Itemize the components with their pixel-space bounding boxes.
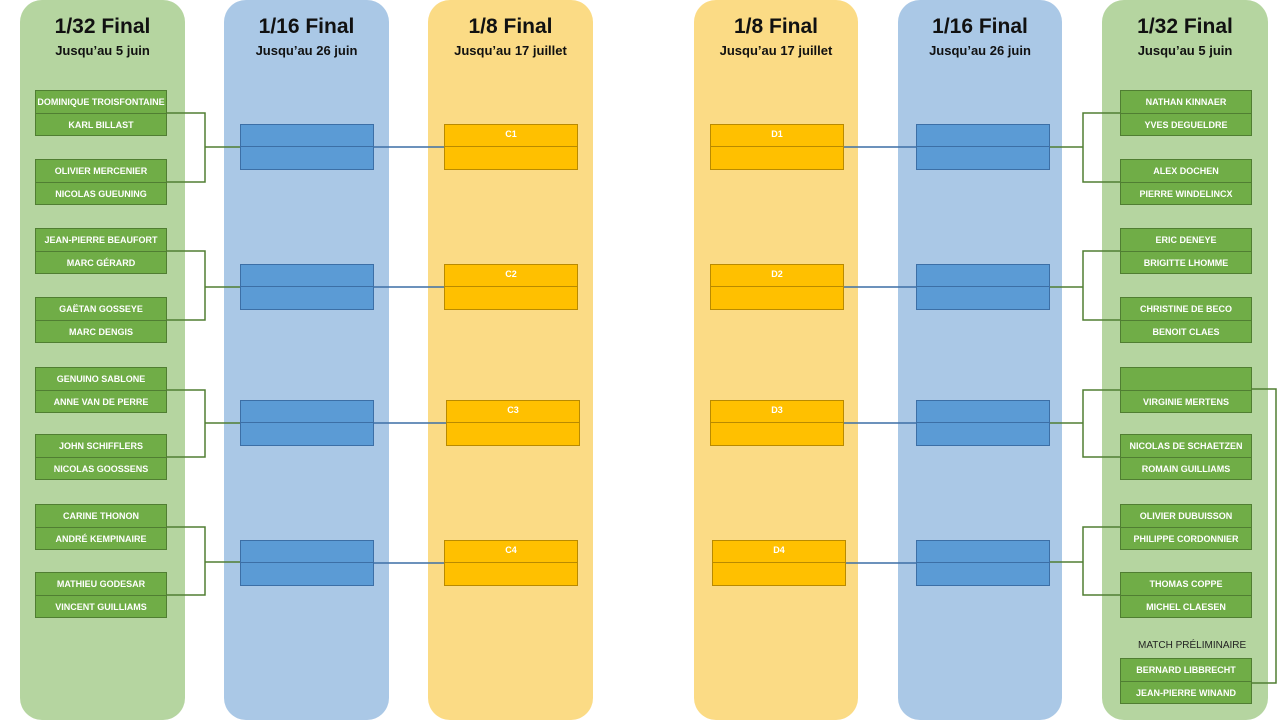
player-name: JOHN SCHIFFLERS bbox=[58, 441, 143, 451]
match-box: NATHAN KINNAER YVES DEGUELDRE bbox=[1120, 90, 1252, 136]
player-name: GENUINO SABLONE bbox=[56, 374, 146, 384]
sixteenth-slot bbox=[916, 124, 1050, 170]
sixteenth-slot bbox=[916, 264, 1050, 310]
column-title: 1/32 Final bbox=[54, 15, 151, 38]
eighth-slot: C2 bbox=[444, 264, 578, 310]
eighth-slot: D3 bbox=[710, 400, 844, 446]
sixteenth-slot bbox=[240, 540, 374, 586]
match-box: THOMAS COPPE MICHEL CLAESEN bbox=[1120, 572, 1252, 618]
eighth-slot: D2 bbox=[710, 264, 844, 310]
player-name: CARINE THONON bbox=[63, 511, 139, 521]
player-name: NATHAN KINNAER bbox=[1145, 97, 1227, 107]
player-name: ALEX DOCHEN bbox=[1153, 166, 1219, 176]
column-title: 1/32 Final bbox=[1137, 15, 1233, 38]
slot-code: D4 bbox=[773, 545, 785, 555]
player-name: ROMAIN GUILLIAMS bbox=[1121, 457, 1251, 480]
column-subtitle: Jusqu’au 26 juin bbox=[255, 43, 358, 58]
player-name: ANNE VAN DE PERRE bbox=[36, 390, 166, 413]
match-box: CARINE THONON ANDRÉ KEMPINAIRE bbox=[35, 504, 167, 550]
match-box: DOMINIQUE TROISFONTAINE KARL BILLAST bbox=[35, 90, 167, 136]
column-subtitle: Jusqu’au 17 juillet bbox=[719, 43, 833, 58]
sixteenth-slot bbox=[240, 264, 374, 310]
player-name: VINCENT GUILLIAMS bbox=[36, 595, 166, 618]
column-subtitle: Jusqu’au 5 juin bbox=[55, 43, 150, 58]
column-subtitle: Jusqu’au 26 juin bbox=[929, 43, 1031, 58]
player-name: MATHIEU GODESAR bbox=[56, 579, 146, 589]
eighth-slot: C4 bbox=[444, 540, 578, 586]
player-name: THOMAS COPPE bbox=[1149, 579, 1223, 589]
match-box: GAËTAN GOSSEYE MARC DENGIS bbox=[35, 297, 167, 343]
column-title: 1/16 Final bbox=[258, 15, 355, 38]
player-name: VIRGINIE MERTENS bbox=[1121, 390, 1251, 413]
match-box: JEAN-PIERRE BEAUFORT MARC GÉRARD bbox=[35, 228, 167, 274]
player-name: NICOLAS GUEUNING bbox=[36, 182, 166, 205]
player-name: OLIVIER DUBUISSON bbox=[1139, 511, 1233, 521]
eighth-slot: C1 bbox=[444, 124, 578, 170]
sixteenth-slot bbox=[240, 400, 374, 446]
match-box: JOHN SCHIFFLERS NICOLAS GOOSSENS bbox=[35, 434, 167, 480]
preliminary-match-box: BERNARD LIBBRECHT JEAN-PIERRE WINAND bbox=[1120, 658, 1252, 704]
player-name: MARC DENGIS bbox=[36, 320, 166, 343]
match-box: MATHIEU GODESAR VINCENT GUILLIAMS bbox=[35, 572, 167, 618]
match-box: OLIVIER MERCENIER NICOLAS GUEUNING bbox=[35, 159, 167, 205]
sixteenth-slot bbox=[916, 400, 1050, 446]
slot-code: D1 bbox=[771, 129, 783, 139]
player-name: OLIVIER MERCENIER bbox=[54, 166, 148, 176]
player-name: MARC GÉRARD bbox=[36, 251, 166, 274]
eighth-slot: D1 bbox=[710, 124, 844, 170]
player-name: YVES DEGUELDRE bbox=[1121, 113, 1251, 136]
match-box: NICOLAS DE SCHAETZEN ROMAIN GUILLIAMS bbox=[1120, 434, 1252, 480]
match-box: GENUINO SABLONE ANNE VAN DE PERRE bbox=[35, 367, 167, 413]
slot-code: C3 bbox=[507, 405, 519, 415]
player-name: DOMINIQUE TROISFONTAINE bbox=[37, 97, 165, 107]
player-name: BRIGITTE LHOMME bbox=[1121, 251, 1251, 274]
sixteenth-slot bbox=[916, 540, 1050, 586]
player-name: BERNARD LIBBRECHT bbox=[1136, 665, 1236, 675]
player-name: ERIC DENEYE bbox=[1155, 235, 1217, 245]
player-name: ANDRÉ KEMPINAIRE bbox=[36, 527, 166, 550]
eighth-slot: C3 bbox=[446, 400, 580, 446]
player-name: PIERRE WINDELINCX bbox=[1121, 182, 1251, 205]
preliminary-label: MATCH PRÉLIMINAIRE bbox=[1138, 640, 1247, 651]
slot-code: C1 bbox=[505, 129, 517, 139]
player-name: CHRISTINE DE BECO bbox=[1139, 304, 1232, 314]
column-subtitle: Jusqu’au 5 juin bbox=[1137, 43, 1233, 58]
column-title: 1/16 Final bbox=[932, 15, 1028, 38]
match-box: CHRISTINE DE BECO BENOIT CLAES bbox=[1120, 297, 1252, 343]
player-name: BENOIT CLAES bbox=[1121, 320, 1251, 343]
slot-code: D2 bbox=[771, 269, 783, 279]
slot-code: C2 bbox=[505, 269, 517, 279]
slot-code: C4 bbox=[505, 545, 517, 555]
player-name bbox=[1121, 368, 1251, 390]
match-box: ERIC DENEYE BRIGITTE LHOMME bbox=[1120, 228, 1252, 274]
match-box: OLIVIER DUBUISSON PHILIPPE CORDONNIER bbox=[1120, 504, 1252, 550]
player-name: NICOLAS GOOSSENS bbox=[36, 457, 166, 480]
sixteenth-slot bbox=[240, 124, 374, 170]
player-name: NICOLAS DE SCHAETZEN bbox=[1129, 441, 1243, 451]
column-title: 1/8 Final bbox=[733, 15, 819, 38]
player-name: GAËTAN GOSSEYE bbox=[59, 304, 143, 314]
player-name: PHILIPPE CORDONNIER bbox=[1121, 527, 1251, 550]
player-name: JEAN-PIERRE WINAND bbox=[1121, 681, 1251, 704]
column-title: 1/8 Final bbox=[468, 15, 553, 38]
match-box: VIRGINIE MERTENS bbox=[1120, 367, 1252, 413]
player-name: KARL BILLAST bbox=[36, 113, 166, 136]
slot-code: D3 bbox=[771, 405, 783, 415]
player-name: MICHEL CLAESEN bbox=[1121, 595, 1251, 618]
eighth-slot: D4 bbox=[712, 540, 846, 586]
player-name: JEAN-PIERRE BEAUFORT bbox=[44, 235, 158, 245]
column-subtitle: Jusqu’au 17 juillet bbox=[454, 43, 567, 58]
match-box: ALEX DOCHEN PIERRE WINDELINCX bbox=[1120, 159, 1252, 205]
